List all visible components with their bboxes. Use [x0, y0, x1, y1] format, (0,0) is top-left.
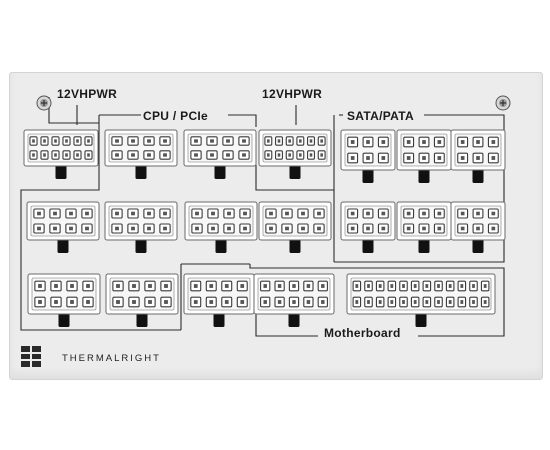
connector-12vhpwr-left — [23, 129, 99, 179]
connector-sata-5 — [396, 201, 452, 253]
connector-motherboard-24pin — [346, 273, 496, 327]
label-12vhpwr-mid: 12VHPWR — [258, 87, 327, 101]
label-12vhpwr-left: 12VHPWR — [53, 87, 122, 101]
thermalright-logo-icon — [21, 346, 41, 367]
connector-sata-4 — [340, 201, 396, 253]
connector-sata-6 — [450, 201, 506, 253]
connector-cpu-pcie-8 — [105, 273, 179, 327]
connector-cpu-pcie-6 — [258, 201, 332, 253]
connector-cpu-pcie-2 — [183, 129, 257, 179]
label-sata-pata: SATA/PATA — [343, 109, 418, 123]
screw-icon — [495, 95, 511, 111]
connector-cpu-pcie-1 — [104, 129, 178, 179]
connector-sata-1 — [340, 129, 396, 183]
connector-cpu-pcie-10 — [253, 273, 335, 327]
label-cpu-pcie: CPU / PCIe — [139, 109, 213, 123]
label-motherboard: Motherboard — [320, 326, 405, 340]
connector-sata-2 — [396, 129, 452, 183]
connector-12vhpwr-mid — [258, 129, 332, 179]
connector-cpu-pcie-4 — [104, 201, 178, 253]
connector-cpu-pcie-3 — [26, 201, 100, 253]
connector-sata-3 — [450, 129, 506, 183]
brand-wordmark: THERMALRIGHT — [62, 353, 161, 364]
screw-icon — [36, 95, 52, 111]
connector-cpu-pcie-7 — [27, 273, 101, 327]
connector-cpu-pcie-5 — [184, 201, 258, 253]
connector-cpu-pcie-9 — [183, 273, 255, 327]
